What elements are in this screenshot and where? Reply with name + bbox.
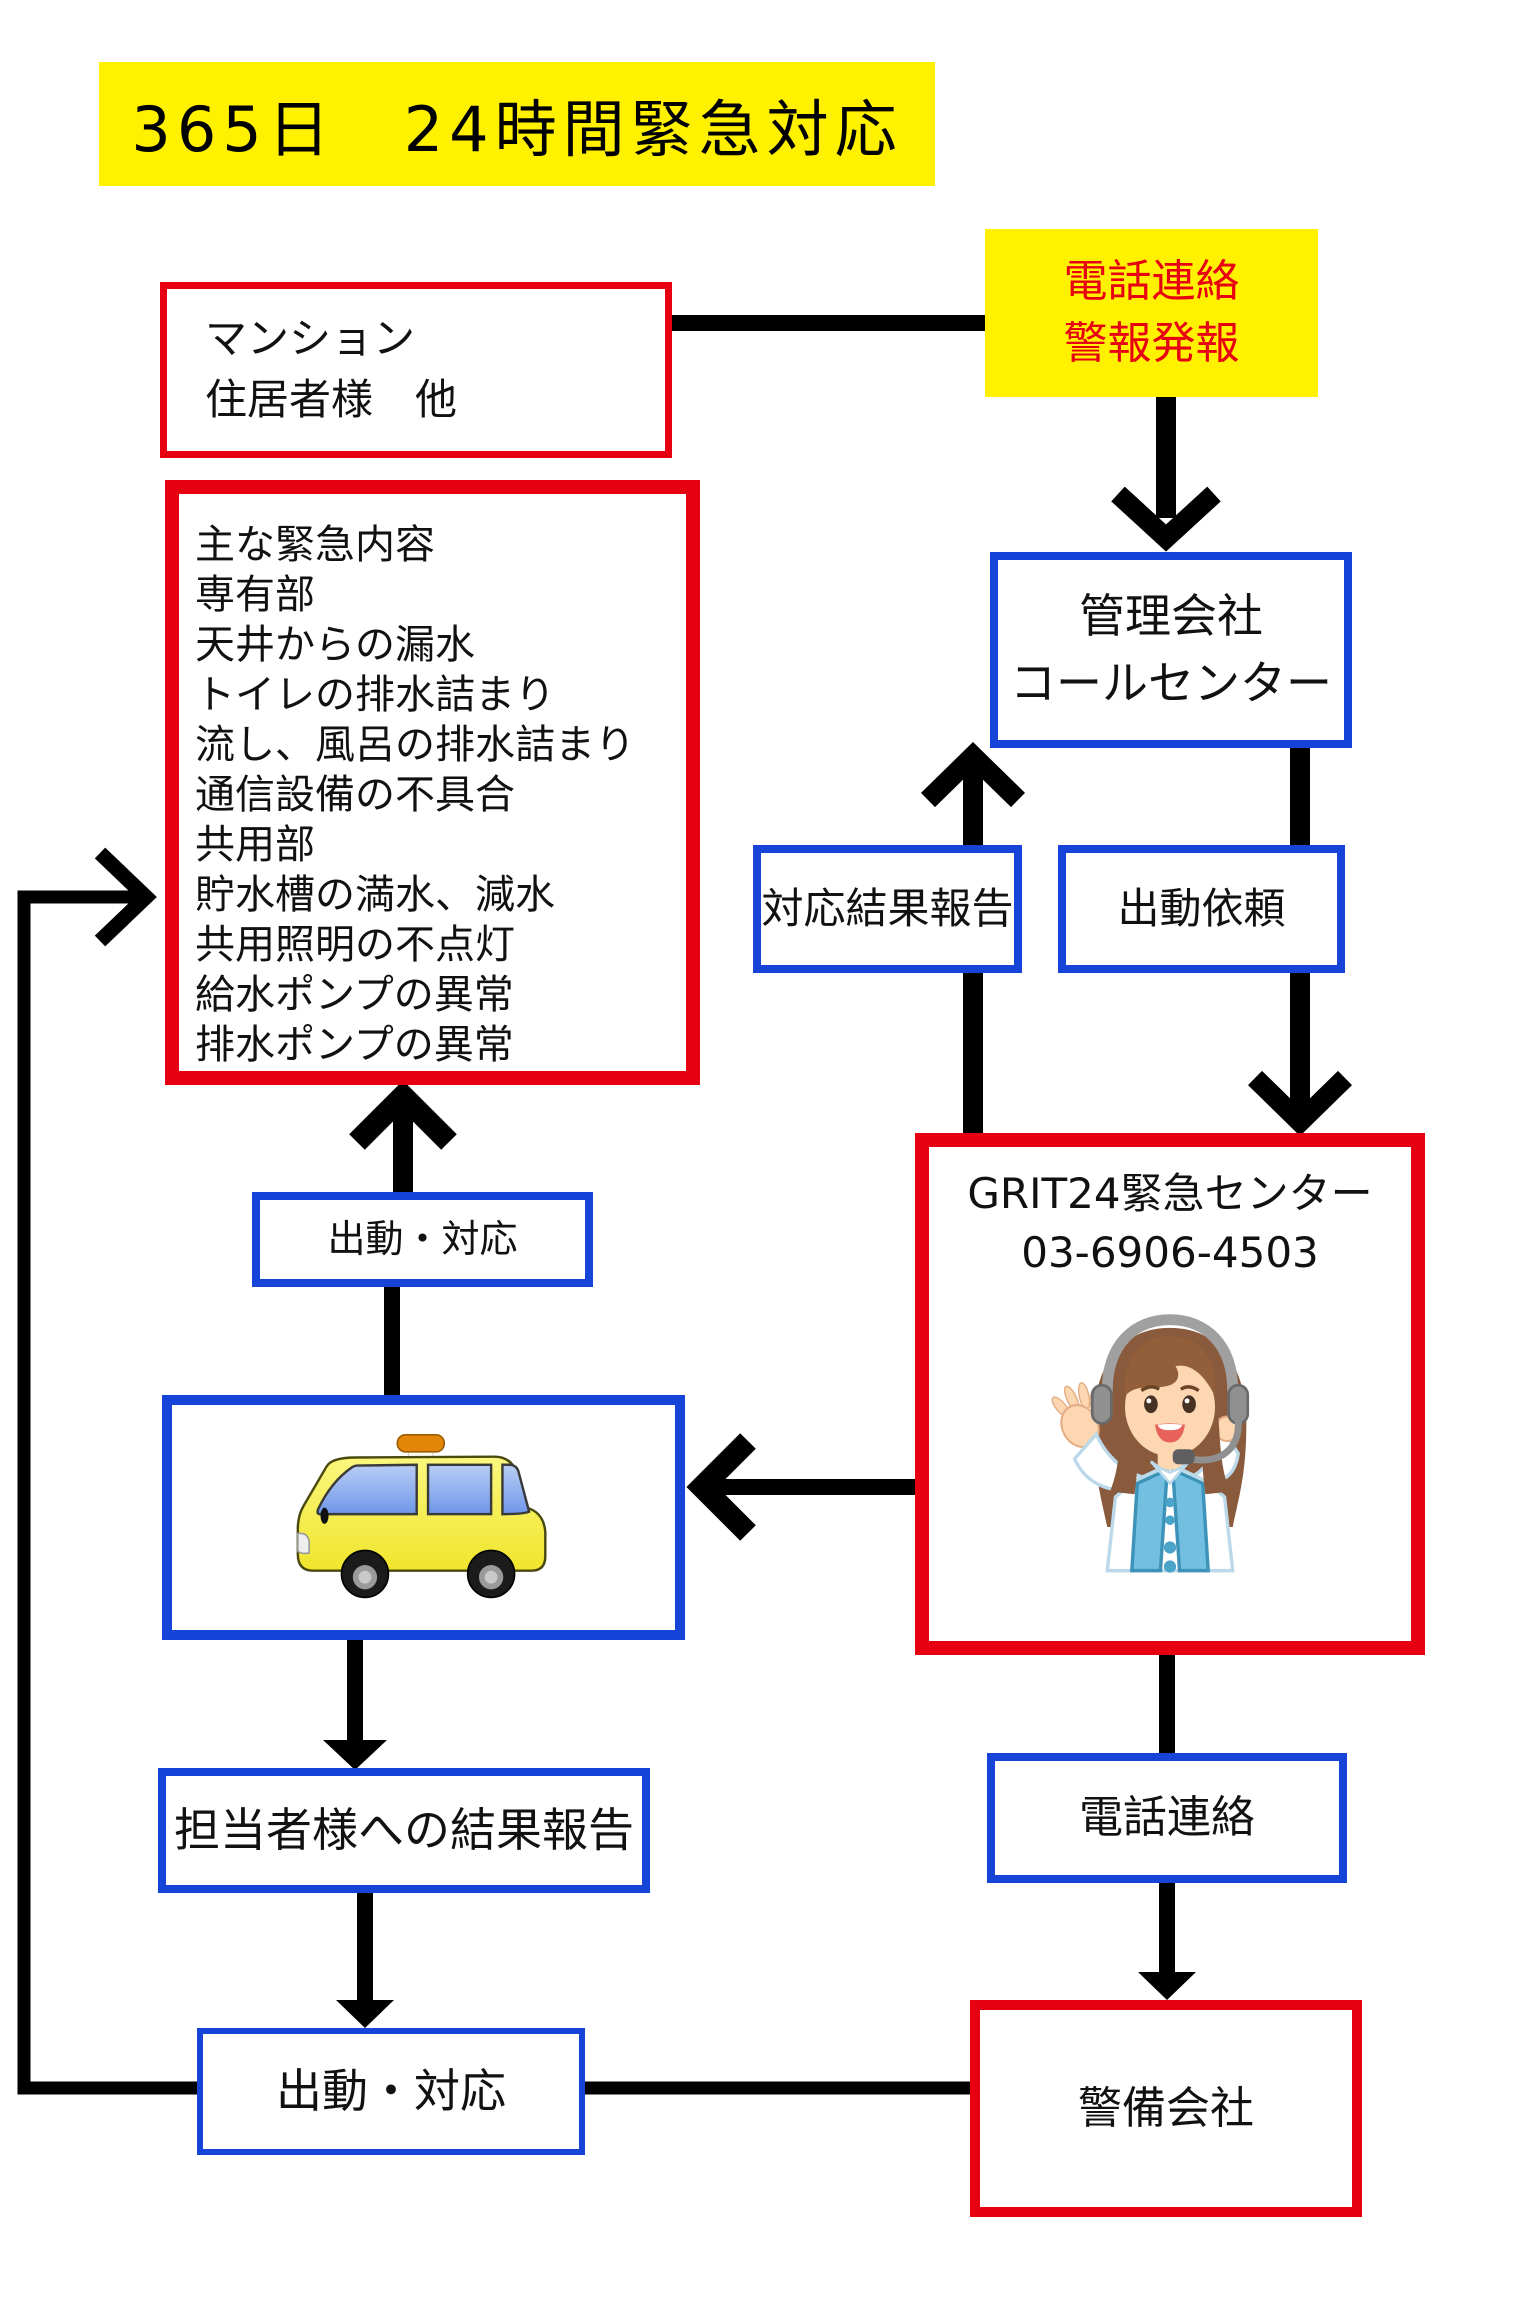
alarm-line1: 電話連絡	[1063, 256, 1240, 308]
alarm-report-box: 電話連絡 警報発報	[985, 229, 1318, 397]
response-result-report-box: 対応結果報告	[753, 845, 1022, 973]
mansion-residents-box: マンション 住居者様 他	[160, 282, 672, 458]
list-item: 共用部	[195, 822, 315, 868]
dispatch-respond-bottom-box: 出動・対応	[197, 2028, 585, 2155]
emergency-list-box: 主な緊急内容 専有部 天井からの漏水 トイレの排水詰まり 流し、風呂の排水詰まり…	[165, 480, 700, 1085]
list-item: 貯水槽の満水、減水	[195, 872, 555, 918]
list-item: 流し、風呂の排水詰まり	[195, 722, 635, 768]
dispatch-respond-mid-label: 出動・対応	[327, 1216, 518, 1261]
emergency-van-icon	[296, 1433, 547, 1598]
list-item: 給水ポンプの異常	[195, 972, 514, 1018]
grit24-center-box: GRIT24緊急センター 03-6906-4503	[915, 1133, 1425, 1655]
list-item: 共用照明の不点灯	[195, 922, 515, 968]
list-item: 排水ポンプの異常	[195, 1022, 514, 1068]
call-center-operator-icon	[1051, 1313, 1250, 1573]
security-company-label: 警備会社	[1078, 2082, 1254, 2134]
list-item: 天井からの漏水	[195, 622, 475, 668]
title-banner: 365日 24時間緊急対応	[99, 62, 935, 186]
dispatch-request-box: 出動依頼	[1058, 845, 1345, 973]
list-item: 主な緊急内容	[195, 522, 435, 568]
dispatch-respond-mid-box: 出動・対応	[252, 1192, 593, 1287]
dispatch-request-label: 出動依頼	[1117, 883, 1286, 933]
phone-contact-box: 電話連絡	[987, 1753, 1347, 1883]
list-item: 通信設備の不具合	[195, 772, 515, 818]
grit24-phone: 03-6906-4503	[1021, 1227, 1319, 1277]
result-report-box: 担当者様への結果報告	[158, 1768, 650, 1893]
page-title: 365日 24時間緊急対応	[131, 93, 903, 166]
van-box	[162, 1395, 685, 1640]
alarm-line2: 警報発報	[1063, 318, 1240, 369]
callcenter-line2: コールセンター	[1010, 656, 1332, 710]
list-item: トイレの排水詰まり	[195, 672, 555, 718]
grit24-name: GRIT24緊急センター	[967, 1169, 1373, 1218]
result-report-label: 担当者様への結果報告	[174, 1803, 634, 1858]
list-item: 専有部	[195, 572, 315, 618]
callcenter-line1: 管理会社	[1079, 589, 1263, 644]
management-callcenter-box: 管理会社 コールセンター	[990, 552, 1352, 748]
response-result-report-label: 対応結果報告	[761, 883, 1014, 933]
security-company-box: 警備会社	[970, 2000, 1362, 2217]
phone-contact-label: 電話連絡	[1079, 1792, 1255, 1844]
mansion-line2: 住居者様 他	[205, 375, 458, 424]
dispatch-respond-bottom-label: 出動・対応	[276, 2064, 506, 2119]
mansion-line1: マンション	[205, 314, 416, 364]
